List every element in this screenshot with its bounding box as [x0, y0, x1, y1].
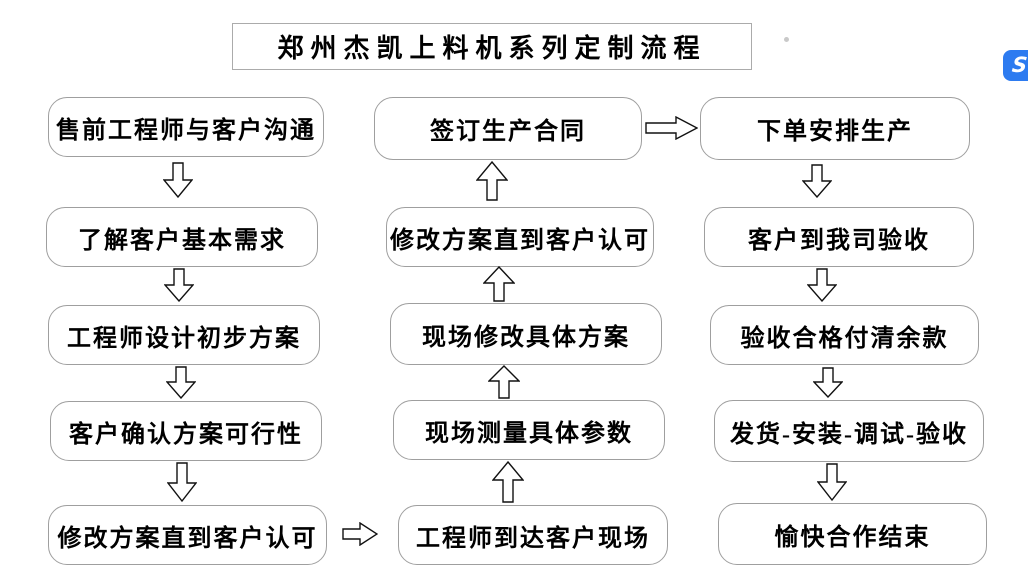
step-acceptance-pay-balance: 验收合格付清余款 [710, 305, 979, 365]
step-presales-communication: 售前工程师与客户沟通 [48, 97, 324, 157]
flowchart-title: 郑州杰凯上料机系列定制流程 [277, 34, 707, 64]
down-arrow-icon [807, 268, 837, 302]
right-arrow-icon [342, 522, 378, 546]
down-arrow-icon [164, 268, 194, 302]
s-logo-glyph: S [1011, 53, 1028, 77]
up-arrow-icon [488, 365, 520, 399]
up-arrow-icon [492, 461, 524, 503]
up-arrow-icon [476, 161, 508, 201]
flowchart-title-box: 郑州杰凯上料机系列定制流程 [232, 23, 752, 70]
step-onsite-measure-params: 现场测量具体参数 [393, 400, 665, 460]
step-sign-contract: 签订生产合同 [374, 97, 642, 160]
step-initial-design: 工程师设计初步方案 [48, 305, 320, 365]
step-engineer-arrive-site: 工程师到达客户现场 [398, 505, 668, 565]
down-arrow-icon [167, 462, 197, 502]
right-arrow-icon [645, 116, 698, 140]
down-arrow-icon [817, 463, 847, 501]
step-confirm-feasibility: 客户确认方案可行性 [50, 401, 322, 461]
down-arrow-icon [802, 164, 832, 198]
step-happy-cooperation-end: 愉快合作结束 [718, 503, 987, 565]
step-place-order-production: 下单安排生产 [700, 97, 970, 160]
up-arrow-icon [483, 266, 515, 302]
s-logo-icon[interactable]: S [1003, 50, 1028, 81]
step-revise-until-approved: 修改方案直到客户认可 [48, 505, 327, 565]
step-understand-needs: 了解客户基本需求 [46, 207, 318, 267]
down-arrow-icon [813, 367, 843, 398]
step-revise-until-approved-2: 修改方案直到客户认可 [386, 207, 654, 267]
down-arrow-icon [163, 162, 193, 198]
step-customer-acceptance-visit: 客户到我司验收 [704, 207, 974, 267]
stray-dot [784, 37, 789, 42]
step-ship-install-debug-accept: 发货-安装-调试-验收 [714, 400, 984, 462]
down-arrow-icon [166, 366, 196, 399]
step-onsite-modify-plan: 现场修改具体方案 [390, 303, 662, 365]
